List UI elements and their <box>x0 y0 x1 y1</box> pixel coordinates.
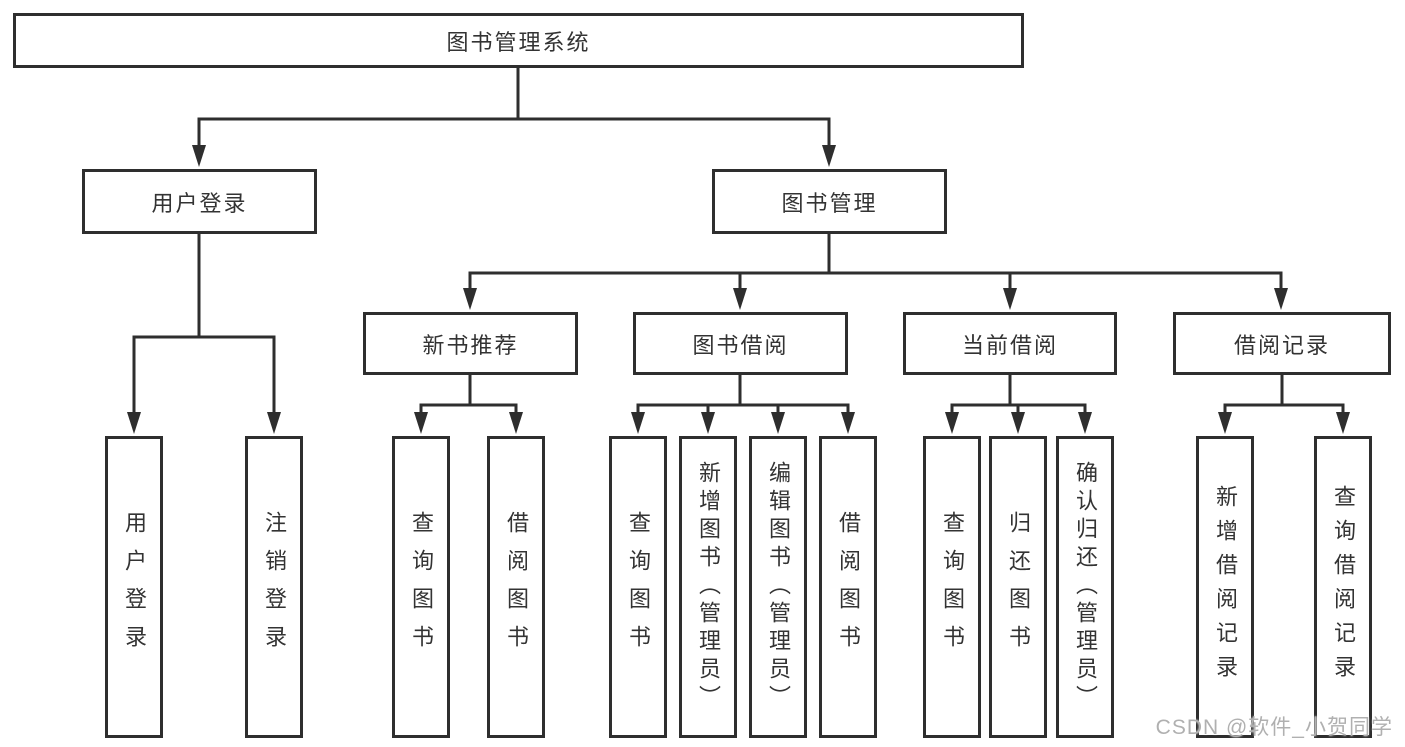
leaf-records-query-record-label: 查询借阅记录 <box>1331 485 1356 689</box>
leaf-user-login: 用户登录 <box>105 436 163 738</box>
leaf-borrow-borrow-books: 借阅图书 <box>819 436 877 738</box>
leaf-newrec-borrow-books: 借阅图书 <box>487 436 545 738</box>
node-user-login: 用户登录 <box>82 169 317 234</box>
leaf-records-add-record: 新增借阅记录 <box>1196 436 1254 738</box>
node-user-login-label: 用户登录 <box>151 190 248 216</box>
leaf-records-query-record: 查询借阅记录 <box>1314 436 1372 738</box>
leaf-newrec-borrow-books-label: 借阅图书 <box>504 511 529 663</box>
leaf-current-confirm-return-admin-label: 确认归还（管理员） <box>1073 461 1098 713</box>
leaf-current-query-books-label: 查询图书 <box>940 511 965 663</box>
node-book-borrow: 图书借阅 <box>633 312 848 375</box>
leaf-borrow-edit-books-admin: 编辑图书（管理员） <box>749 436 807 738</box>
connector-book-management-children <box>463 234 1288 310</box>
node-library-system-label: 图书管理系统 <box>446 29 591 55</box>
leaf-current-confirm-return-admin: 确认归还（管理员） <box>1056 436 1114 738</box>
node-current-borrow-label: 当前借阅 <box>961 332 1058 358</box>
leaf-newrec-query-books-label: 查询图书 <box>409 511 434 663</box>
connector-new-book-children <box>414 375 523 434</box>
connector-borrow-records-children <box>1218 375 1350 434</box>
node-book-borrow-label: 图书借阅 <box>692 332 789 358</box>
node-book-management: 图书管理 <box>712 169 947 234</box>
leaf-user-login-label: 用户登录 <box>122 511 147 663</box>
connector-book-borrow-children <box>631 375 855 434</box>
connector-user-login-children <box>127 234 281 434</box>
leaf-borrow-query-books-label: 查询图书 <box>626 511 651 663</box>
node-new-book-recommend-label: 新书推荐 <box>422 332 519 358</box>
leaf-borrow-add-books-admin-label: 新增图书（管理员） <box>696 461 721 713</box>
node-borrow-records-label: 借阅记录 <box>1233 332 1330 358</box>
leaf-borrow-query-books: 查询图书 <box>609 436 667 738</box>
node-new-book-recommend: 新书推荐 <box>363 312 578 375</box>
node-current-borrow: 当前借阅 <box>903 312 1117 375</box>
leaf-current-return-books-label: 归还图书 <box>1006 511 1031 663</box>
node-borrow-records: 借阅记录 <box>1173 312 1391 375</box>
leaf-borrow-edit-books-admin-label: 编辑图书（管理员） <box>766 461 791 713</box>
leaf-borrow-borrow-books-label: 借阅图书 <box>836 511 861 663</box>
leaf-current-query-books: 查询图书 <box>923 436 981 738</box>
leaf-borrow-add-books-admin: 新增图书（管理员） <box>679 436 737 738</box>
leaf-current-return-books: 归还图书 <box>989 436 1047 738</box>
node-book-management-label: 图书管理 <box>781 190 878 216</box>
leaf-logout-login: 注销登录 <box>245 436 303 738</box>
node-library-system: 图书管理系统 <box>13 13 1024 68</box>
leaf-logout-login-label: 注销登录 <box>262 511 287 663</box>
leaf-records-add-record-label: 新增借阅记录 <box>1213 485 1238 689</box>
connector-current-borrow-children <box>945 375 1092 434</box>
connector-root-to-level2 <box>192 68 836 167</box>
leaf-newrec-query-books: 查询图书 <box>392 436 450 738</box>
